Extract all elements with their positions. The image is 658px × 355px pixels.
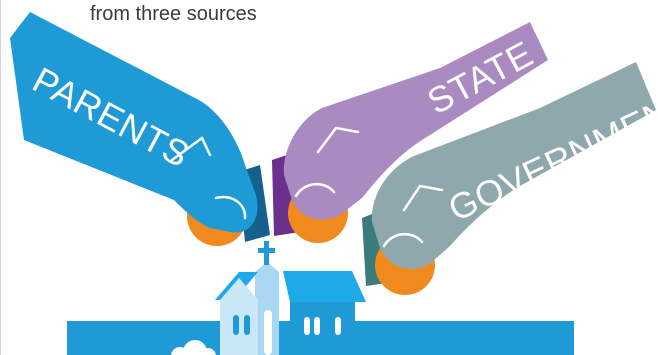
government-finger-line <box>382 233 424 248</box>
cloud-icon <box>171 340 216 355</box>
parents-finger-line <box>214 195 247 220</box>
school-window <box>233 315 239 335</box>
parents-hand-icon: PARENTS <box>10 12 270 246</box>
government-thumb-line <box>402 184 444 212</box>
state-thumb-line <box>316 126 360 154</box>
parents-thumb-line <box>170 136 212 162</box>
state-hand <box>283 22 548 220</box>
state-finger-line <box>294 183 336 198</box>
school-building-icon <box>67 241 574 355</box>
parents-hand <box>10 12 258 233</box>
left-border <box>0 0 1 355</box>
school-window <box>335 317 341 335</box>
cross-icon <box>258 241 275 265</box>
school-roof <box>283 271 366 302</box>
school-window <box>304 317 310 335</box>
school-front-wall <box>220 278 258 355</box>
school-door <box>264 310 272 355</box>
government-hand <box>371 62 656 270</box>
diagram-subtitle: from three sources <box>90 3 257 25</box>
school-window <box>244 315 250 335</box>
school-wall <box>290 302 355 355</box>
school-window <box>314 317 320 335</box>
state-label: STATE <box>421 33 540 122</box>
school-tower <box>255 262 279 355</box>
